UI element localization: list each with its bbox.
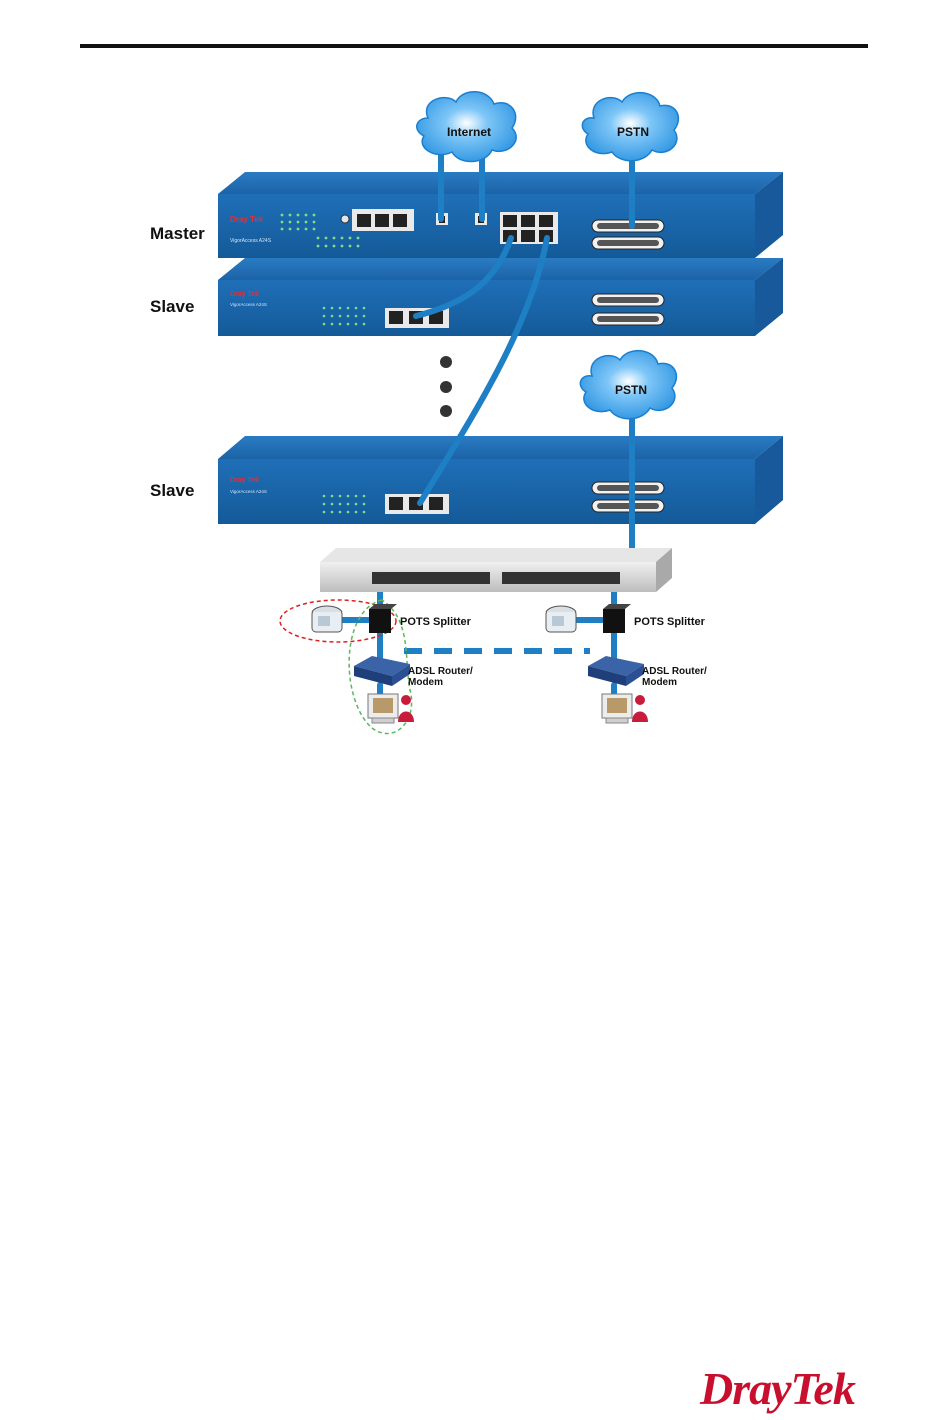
svg-text:Dray Tek: Dray Tek bbox=[230, 215, 264, 224]
slave-label-2: Slave bbox=[150, 481, 194, 501]
svg-text:Dray Tek: Dray Tek bbox=[230, 477, 259, 484]
more-devices-dots bbox=[440, 356, 452, 417]
computer-icon bbox=[368, 694, 398, 723]
slave-device-2: Dray Tek VigorAccess A24S bbox=[218, 436, 783, 524]
computer-icon bbox=[602, 694, 632, 723]
dsl-switch bbox=[320, 548, 672, 592]
master-device: Dray Tek VigorAccess A24S bbox=[218, 172, 783, 258]
router-left-label-line2: Modem bbox=[408, 677, 443, 688]
slave-device-1: Dray Tek VigorAccess A24S bbox=[218, 258, 783, 336]
splitter-left-label: POTS Splitter bbox=[400, 616, 472, 628]
splitter-icon bbox=[603, 604, 631, 633]
phone-icon bbox=[546, 606, 576, 632]
draytek-logo: DrayTek bbox=[700, 1362, 855, 1415]
pstn-bottom-label: PSTN bbox=[615, 383, 647, 397]
pstn-top-label: PSTN bbox=[617, 125, 649, 139]
master-label: Master bbox=[150, 224, 205, 244]
router-icon bbox=[588, 656, 644, 686]
slave-label-1: Slave bbox=[150, 297, 194, 317]
router-right-label-line1: ADSL Router/ bbox=[642, 666, 707, 677]
router-icon bbox=[354, 656, 410, 686]
svg-text:VigorAccess A24S: VigorAccess A24S bbox=[230, 302, 267, 307]
router-right-label-line2: Modem bbox=[642, 677, 677, 688]
svg-text:VigorAccess A24S: VigorAccess A24S bbox=[230, 489, 267, 494]
router-left-label-line1: ADSL Router/ bbox=[408, 666, 473, 677]
user-icon bbox=[632, 695, 648, 722]
phone-icon bbox=[312, 606, 342, 632]
splitter-right-label: POTS Splitter bbox=[634, 616, 706, 628]
svg-text:Dray Tek: Dray Tek bbox=[230, 291, 259, 298]
svg-text:VigorAccess A24S: VigorAccess A24S bbox=[230, 238, 272, 244]
internet-label: Internet bbox=[447, 125, 491, 139]
